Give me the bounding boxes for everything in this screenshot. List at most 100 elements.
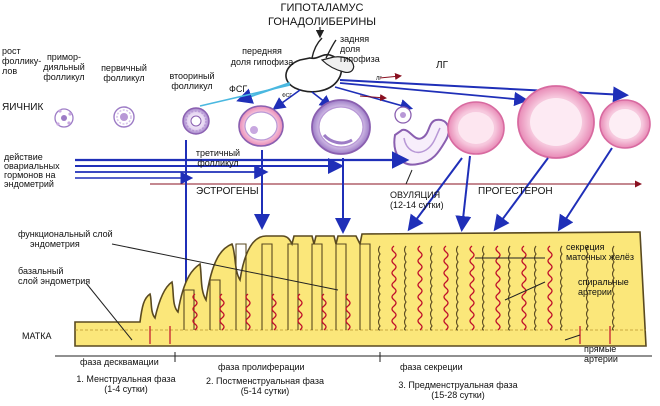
spiral-arteries-label-1: спиральные	[578, 277, 629, 287]
primary-follicle-label-2: фолликул	[103, 73, 144, 83]
gland-secretion-label-2: маточных желёз	[566, 252, 634, 262]
ovulation-label-2: (12-14 сутки)	[390, 200, 444, 210]
gland-secretion-label-1: секреция	[566, 242, 605, 252]
phase2-label-1: 2. Постменструальная фаза	[206, 376, 324, 386]
gland-tube	[183, 289, 195, 330]
spiral-artery	[345, 293, 351, 331]
tertiary-follicle-shape	[238, 105, 284, 147]
primary-follicle-label-1: первичный	[101, 63, 147, 73]
primordial-follicle-label-3: фолликул	[43, 72, 84, 82]
primordial-follicle-cells	[54, 108, 74, 128]
secretory-gland	[507, 245, 511, 331]
anterior-pituitary-label-2: доля гипофиза	[231, 57, 293, 67]
spiral-arteries	[149, 245, 611, 344]
estrogens-label: ЭСТРОГЕНЫ	[196, 186, 259, 197]
follicle-growth-label-2: фоллику-	[2, 56, 41, 66]
corpus-luteum-regressing-shape	[599, 99, 651, 149]
posterior-pituitary-label-2: доля	[340, 44, 360, 54]
secretory-gland	[403, 245, 407, 331]
lh-label: ЛГ	[436, 60, 449, 71]
straight-arteries-label-2: артерии	[584, 354, 618, 364]
gland-tube	[287, 243, 299, 330]
spiral-arteries-label-2: артерии	[578, 287, 612, 297]
ovulation-label-1: ОВУЛЯЦИЯ	[390, 190, 440, 200]
follicle-row	[54, 85, 651, 166]
spiral-artery	[547, 245, 553, 331]
progesterone-arrow-1	[407, 157, 463, 232]
labels: ГИПОТАЛАМУС ГОНАДОЛИБЕРИНЫ передняя доля…	[2, 2, 634, 400]
functional-layer-label-2: эндометрия	[30, 239, 80, 249]
fsh-arrow-cyan-2	[199, 84, 291, 107]
spiral-artery	[443, 245, 449, 331]
secondary-follicle-shape	[182, 107, 210, 135]
ruptured-follicle-shape	[393, 106, 450, 166]
secretory-gland	[611, 245, 615, 331]
tertiary-follicle-label-1: третичный	[196, 148, 240, 158]
secretory-gland	[559, 245, 563, 331]
gland-tube	[209, 279, 221, 330]
hypothalamus-label: ГИПОТАЛАМУС	[281, 2, 364, 14]
follicle-growth-label-1: рост	[2, 46, 21, 56]
phase3-label-1: 3. Предменструальная фаза	[398, 380, 517, 390]
pointer-lines	[85, 169, 581, 341]
progesterone-label: ПРОГЕСТЕРОН	[478, 186, 553, 197]
progesterone-arrow-4	[557, 147, 613, 232]
phase2-label-2: (5-14 сутки)	[241, 386, 290, 396]
secretory-gland	[455, 245, 459, 331]
primary-follicle-shape	[113, 106, 135, 128]
fsh-label: ФСГ	[229, 84, 247, 94]
pituitary-gland	[285, 37, 355, 93]
straight-arteries-label-1: прямые	[584, 344, 616, 354]
hormone-action-label-4: эндометрий	[4, 179, 54, 189]
spiral-artery	[469, 245, 475, 331]
fsh-arrow-blue	[272, 89, 301, 110]
uterus-label: МАТКА	[22, 331, 52, 341]
spiral-artery	[417, 245, 423, 331]
hormone-action-label-3: гормонов на	[4, 170, 56, 180]
spiral-artery	[321, 293, 327, 331]
spiral-artery	[271, 293, 277, 331]
secretory-gland	[533, 245, 537, 331]
progesterone-arrow-3	[493, 157, 549, 232]
phase-axis	[55, 352, 652, 362]
phase1-label-2: (1-4 сутки)	[104, 384, 148, 394]
spiral-artery	[297, 293, 303, 331]
secondary-follicle-label-1: втоориный	[169, 71, 214, 81]
feedback-arrow-1	[379, 73, 402, 80]
corpus-luteum-shape	[447, 101, 505, 155]
phase1-label-1: 1. Менструальная фаза	[76, 374, 175, 384]
spiral-artery	[219, 293, 225, 331]
spiral-artery	[391, 245, 397, 331]
progesterone-arrow-2	[455, 155, 472, 232]
ovary-label: ЯИЧНИК	[2, 102, 43, 113]
secretory-gland	[481, 245, 485, 331]
hormone-action-label-1: действие	[4, 152, 43, 162]
gland-tube	[359, 243, 371, 330]
phase-proliferation-label: фаза пролиферации	[218, 362, 305, 372]
basal-layer-label-2: слой эндометрия	[18, 276, 90, 286]
gonadoliberins-label: ГОНАДОЛИБЕРИНЫ	[268, 16, 376, 28]
follicle-growth-label-3: лов	[2, 66, 17, 76]
feedback-arrow-2	[359, 94, 387, 102]
spiral-artery	[192, 293, 198, 331]
spiral-artery	[521, 245, 527, 331]
corpus-luteum-mature-shape	[517, 85, 595, 159]
tertiary-follicle-label-2: фолликул	[197, 158, 238, 168]
gland-tube	[335, 243, 347, 330]
secretory-gland	[429, 245, 433, 331]
posterior-pituitary-label-3: гипофиза	[340, 54, 380, 64]
gland-tube	[261, 243, 273, 330]
primordial-follicle-label-1: примор-	[47, 52, 81, 62]
small-fsh-label: ФСГ	[282, 93, 292, 99]
lh-arrow-mid	[339, 82, 529, 107]
gland-tube	[235, 243, 247, 330]
primordial-follicle-label-2: дияльный	[43, 62, 85, 72]
phase3-label-2: (15-28 сутки)	[431, 390, 485, 400]
functional-layer-label-1: функциональный слой	[18, 229, 113, 239]
secretory-gland	[377, 245, 381, 331]
secretory-gland	[585, 245, 589, 331]
small-lh-label: ЛГ	[376, 76, 382, 82]
anterior-pituitary-label-1: передняя	[242, 46, 282, 56]
